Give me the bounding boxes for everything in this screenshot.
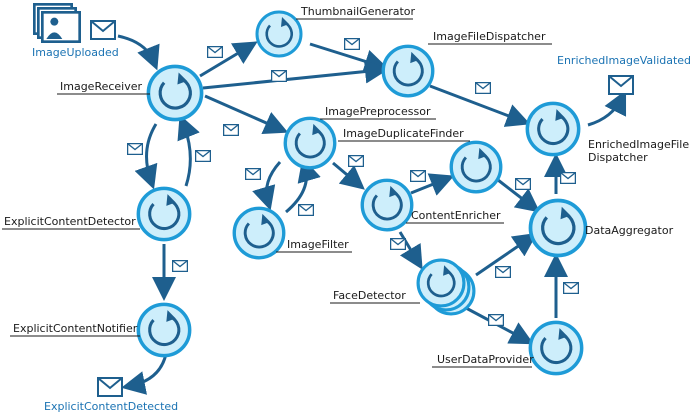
user-data-provider-node[interactable] <box>528 320 584 376</box>
data-aggregator-node[interactable] <box>528 198 588 258</box>
envelope-icon <box>488 314 504 326</box>
envelope-icon <box>563 282 579 294</box>
envelope-icon <box>410 170 426 182</box>
envelope-icon <box>298 204 314 216</box>
envelope-icon <box>195 150 211 162</box>
explicit-content-notifier-node[interactable] <box>136 302 192 358</box>
edge-contentenricher-to-duplicate <box>410 173 455 196</box>
label-thumbnail-generator: ThumbnailGenerator <box>300 5 416 18</box>
envelope-icon <box>271 70 287 82</box>
image-file-dispatcher-node[interactable] <box>381 44 435 98</box>
label-image-receiver: ImageReceiver <box>60 80 143 93</box>
envelope-icon <box>560 172 576 184</box>
label-explicit-content-notifier: ExplicitContentNotifier <box>13 322 138 335</box>
content-enricher-node[interactable] <box>360 178 414 232</box>
edge-filter-to-preprocessor <box>285 157 321 214</box>
face-detector-instance-1 <box>416 258 466 308</box>
label-face-detector: FaceDetector <box>333 289 406 302</box>
edge-uploaded-to-receiver <box>117 34 160 71</box>
edge-duplicate-to-aggregator <box>497 178 541 213</box>
envelope-icon <box>223 124 239 136</box>
service-nodes <box>136 10 588 376</box>
enriched-image-file-dispatcher-node[interactable] <box>525 101 581 157</box>
label-image-duplicate-finder: ImageDuplicateFinder <box>343 127 464 140</box>
edge-receiver-to-thumbnail <box>199 41 258 78</box>
image-duplicate-finder-node[interactable] <box>449 140 503 194</box>
edge-dispatcher-to-enriched <box>429 84 531 127</box>
explicit-content-detector-node[interactable] <box>136 186 192 242</box>
envelope-icon <box>245 168 261 180</box>
label-explicit-content-detector: ExplicitContentDetector <box>4 215 136 228</box>
envelope-icon <box>348 155 364 167</box>
envelope-icon <box>475 82 491 94</box>
edge-contentenricher-to-face <box>398 231 423 270</box>
label-user-data-provider: UserDataProvider <box>437 353 534 366</box>
envelope-icon <box>207 46 223 58</box>
edge-enriched-to-validated <box>587 89 627 127</box>
edge-notifier-to-detected <box>121 353 168 395</box>
label-content-enricher: ContentEnricher <box>411 209 501 222</box>
event-label-explicit-content-detected: ExplicitContentDetected <box>44 400 178 413</box>
label-image-filter: ImageFilter <box>287 238 349 251</box>
envelope-icon <box>390 238 406 250</box>
envelope-icon <box>172 260 188 272</box>
edge-receiver-to-preprocessor <box>204 94 289 134</box>
edge-preprocessor-to-filter <box>252 160 282 211</box>
label-enriched-image-file-dispatcher-line2: Dispatcher <box>588 151 648 164</box>
face-detector-node[interactable] <box>416 258 476 316</box>
edge-preprocessor-to-contentenricher <box>332 161 365 190</box>
event-label-image-uploaded: ImageUploaded <box>32 46 119 59</box>
edge-receiver-to-explicit <box>134 123 158 190</box>
edge-explicit-to-receiver <box>177 114 200 187</box>
label-data-aggregator: DataAggregator <box>585 224 674 237</box>
label-image-preprocessor: ImagePreprocessor <box>325 105 431 118</box>
envelope-icon <box>495 266 511 278</box>
edge-face-to-aggregator <box>475 232 538 277</box>
image-receiver-node[interactable] <box>146 64 204 122</box>
envelope-icon <box>90 20 116 40</box>
envelope-icon <box>127 143 143 155</box>
thumbnail-generator-node[interactable] <box>255 10 303 58</box>
event-label-enriched-image-validated: EnrichedImageValidated <box>557 54 691 67</box>
label-enriched-image-file-dispatcher-line1: EnrichedImageFile <box>588 138 689 151</box>
envelope-icon <box>344 38 360 50</box>
envelope-icon <box>515 178 531 190</box>
envelope-icon <box>608 75 634 95</box>
envelope-icon <box>97 377 123 397</box>
labels: ImageUploaded ThumbnailGenerator ImageFi… <box>2 5 691 413</box>
image-filter-node[interactable] <box>232 206 286 260</box>
image-preprocessor-node[interactable] <box>283 116 337 170</box>
label-image-file-dispatcher: ImageFileDispatcher <box>433 30 546 43</box>
image-stack-icon <box>33 3 81 43</box>
edge-receiver-to-dispatcher <box>202 59 389 90</box>
